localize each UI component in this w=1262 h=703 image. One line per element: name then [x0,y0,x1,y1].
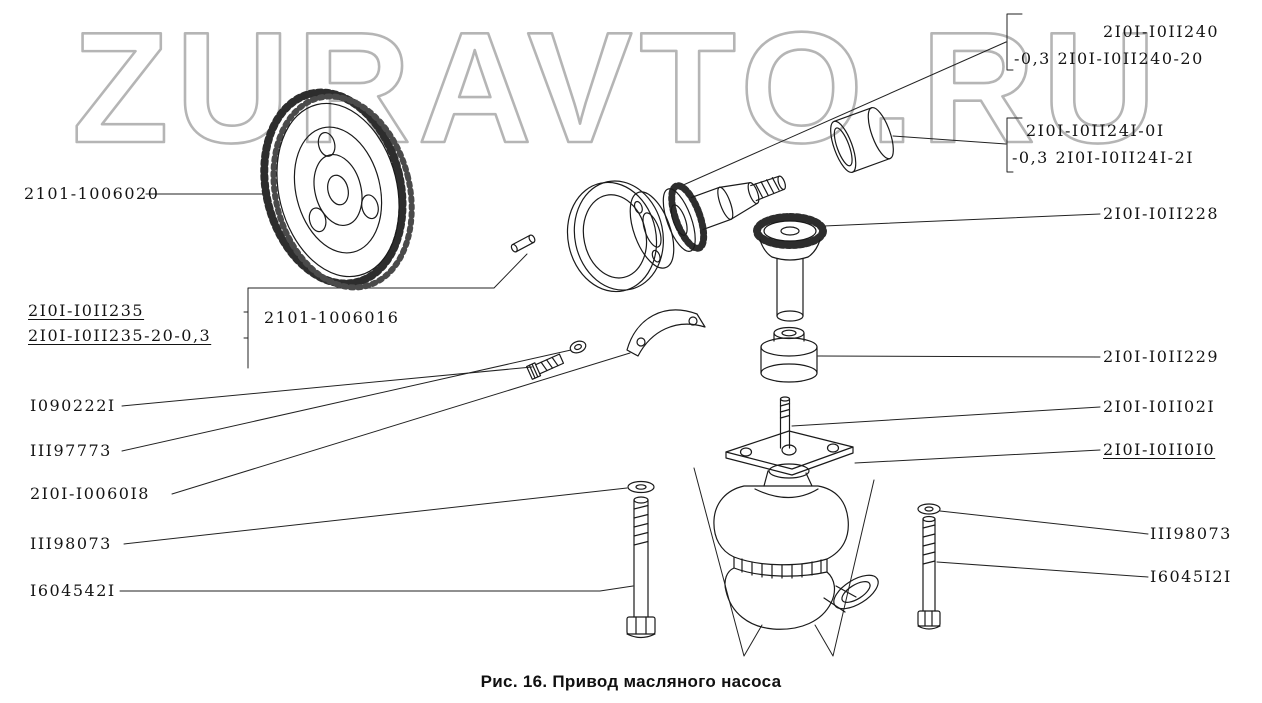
leader-washer-small [121,349,572,452]
bolt-16045121 [917,515,941,630]
pump-gear-teeth [753,213,827,249]
bolt-10902221 [526,353,565,380]
part-label-11197773: III97773 [30,441,112,460]
shaft-gear-bore [670,204,688,236]
bracket-1006016 [243,253,528,369]
part-label-10902221: I090222I [30,396,116,415]
part-label-21011240: 2I0I-I0II240 [1103,22,1220,41]
shaft-gear-teeth [668,182,708,252]
part-label-21011235: 2I0I-I0II235 [28,301,145,320]
sprocket-hub [313,154,363,226]
leader-1011228 [823,213,1101,227]
assembly-extent-lines [693,467,875,657]
leader-1011021 [791,406,1101,427]
part-label-21011021: 2I0I-I0II02I [1103,397,1216,416]
sprocket-hole-1 [317,131,336,157]
shaft-step-1 [690,186,732,231]
part-label-2101-1006016: 2101-1006016 [264,308,400,327]
leader-washer-right [939,510,1149,535]
sprocket-hole-2 [308,207,327,233]
leader-lines [119,13,1149,657]
part-label-2101-1006020: 2101-1006020 [24,184,160,203]
pump-shaft-1011021 [779,396,791,449]
part-label-21011241-21: -0,3 2I0I-I0II24I-2I [1012,148,1195,167]
part-label-21011228: 2I0I-I0II228 [1103,204,1220,223]
washer-11197773 [569,340,587,354]
pump-gear-shank [776,258,804,317]
sprocket-hole-3 [361,194,379,220]
leader-bolt-long [119,585,634,592]
bushing-1011229 [760,326,818,383]
sprocket-rim [276,102,400,278]
thrust-plate-1006018 [626,309,706,357]
shaft-taper [718,182,758,220]
leader-1006018 [171,352,631,495]
part-label-11198073-left: III98073 [30,534,112,553]
pump-intake-bell [833,574,879,610]
part-label-11198073-right: III98073 [1150,524,1232,543]
sprocket-web [293,126,383,254]
camshaft-sprocket [260,88,415,291]
part-label-21011241-01: 2I0I-I0II24I-0I [1026,121,1165,140]
part-label-21011240-20: -0,3 2I0I-I0II240-20 [1014,49,1204,68]
bolt-16045421 [626,496,656,639]
thread-marks [754,177,780,198]
leader-1011010 [854,449,1101,464]
drive-shaft-assembly [629,175,786,269]
bracket-1011240 [1005,13,1023,71]
flange-hole-2 [651,249,661,263]
figure-caption: Рис. 16. Привод масляного насоса [480,672,782,691]
flange-face [629,191,675,269]
leader-1011240 [671,41,1007,191]
part-label-21011229: 2I0I-I0II229 [1103,347,1220,366]
leader-1011229 [817,355,1101,358]
watermark-text: ZURAVTO.RU [72,0,1163,176]
dowel-pin [510,234,536,253]
part-label-16045121: I6045I2I [1150,567,1232,586]
shaft-gear-face [662,188,696,252]
oil-pump-body [713,463,879,630]
leader-bolt-small [121,366,533,407]
pump-mounting-plate [725,430,854,476]
leader-washer-left [123,487,628,545]
leader-1011241 [892,135,1007,145]
flange-hole-1 [633,200,643,214]
bushing-1011241 [830,107,894,173]
part-label-21011006018: 2I0I-I0060I8 [30,484,150,503]
part-label-21011235-20: 2I0I-I0II235-20-0,3 [28,326,212,345]
part-label-21011010: 2I0I-I0II0I0 [1103,440,1216,459]
washer-11198073-left [627,480,655,494]
sprocket-teeth-row-1 [260,88,407,288]
pump-drive-gear [753,213,827,322]
part-label-16045421: I604542I [30,581,116,600]
bearing-housing-ring [566,180,664,293]
flange-center-hole [642,212,662,248]
leader-bolt-right [936,561,1149,578]
washer-11198073-right [917,503,941,515]
bracket-1011241 [1006,117,1023,173]
sprocket-teeth-row-2 [270,93,415,291]
sprocket-center-hole [327,174,349,206]
pump-gear-bore [780,226,800,236]
